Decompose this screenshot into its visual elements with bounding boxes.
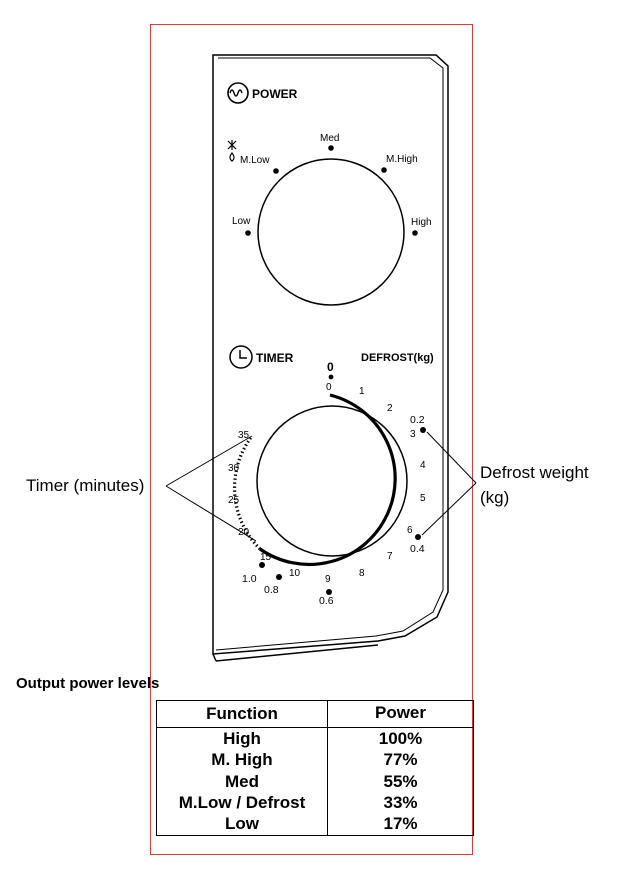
table-header-power: Power [374, 703, 427, 722]
defrost-weight-0-6: 0.6 [319, 595, 334, 607]
timer-num-5: 5 [420, 493, 426, 504]
function-column: High M. High Med M.Low / Defrost Low [157, 728, 328, 835]
defrost-weight-1-0: 1.0 [242, 573, 257, 585]
timer-num-3: 3 [410, 429, 416, 440]
timer-num-0: 0 [326, 382, 332, 393]
table-cell-power: 100% [378, 729, 423, 748]
timer-thick-arc [259, 393, 397, 567]
table-cell-function: M. High [211, 750, 273, 770]
table-cell-power: 55% [383, 771, 418, 791]
output-power-table: Function Power High M. High Med M.Low / … [156, 700, 474, 836]
timer-num-1: 1 [359, 386, 365, 397]
table-cell-function: Low [225, 814, 259, 833]
timer-num-10: 10 [289, 568, 301, 579]
defrost-weight-0-4: 0.4 [410, 543, 425, 555]
timer-num-20: 20 [238, 527, 250, 538]
power-level-med: Med [320, 133, 339, 144]
timer-num-35: 35 [238, 430, 250, 441]
timer-callout-label: Timer (minutes) [26, 476, 145, 495]
timer-dial [256, 405, 408, 557]
defrost-weight-labels: 0.2 0.4 0.6 0.8 1.0 [242, 414, 425, 607]
timer-num-7: 7 [387, 551, 393, 562]
defrost-weight-0-2: 0.2 [410, 414, 425, 426]
defrost-label: DEFROST(kg) [361, 352, 434, 364]
table-cell-power: 77% [383, 750, 418, 770]
timer-zero-top: 0 [327, 360, 334, 374]
table-cell-power: 33% [383, 792, 418, 812]
document-frame [150, 24, 473, 855]
power-level-mlow: M.Low [240, 155, 270, 166]
table-body: High M. High Med M.Low / Defrost Low 100… [157, 728, 473, 835]
timer-number-labels: 0 1 2 3 4 5 6 7 8 9 10 15 20 25 30 35 [228, 382, 426, 585]
power-level-low: Low [232, 216, 251, 227]
defrost-callout-lines [421, 431, 477, 536]
timer-zero-dot [328, 374, 334, 380]
defrost-weight-0-8: 0.8 [264, 584, 279, 596]
power-level-high: High [411, 217, 432, 228]
table-cell-function: High [223, 729, 261, 748]
power-level-dots [245, 145, 418, 236]
power-column: 100% 77% 55% 33% 17% [328, 728, 473, 835]
timer-num-6: 6 [407, 525, 413, 536]
defrost-callout-label-2: (kg) [480, 488, 510, 507]
timer-num-2: 2 [387, 403, 393, 414]
timer-num-25: 25 [228, 495, 240, 506]
timer-num-9: 9 [325, 574, 331, 585]
timer-callout-lines [165, 435, 257, 542]
timer-num-8: 8 [359, 568, 365, 579]
power-level-mhigh: M.High [386, 154, 418, 165]
panel-bottom-edge [212, 653, 217, 662]
timer-num-15: 15 [260, 552, 272, 563]
power-icon [227, 82, 249, 104]
panel-outline-inner [215, 57, 444, 651]
panel-outline [212, 54, 449, 655]
power-label: POWER [252, 87, 298, 101]
table-cell-function: M.Low / Defrost [178, 792, 306, 812]
panel-bottom-edge-2 [215, 644, 379, 662]
table-header-function: Function [157, 701, 328, 727]
table-cell-function: Med [225, 771, 259, 791]
timer-num-4: 4 [420, 460, 426, 471]
power-dial [257, 158, 405, 306]
table-header-row: Function Power [157, 701, 473, 728]
clock-icon [229, 345, 253, 369]
defrost-snow-icon [227, 140, 237, 162]
table-cell-power: 17% [383, 814, 418, 833]
timer-num-30: 30 [228, 463, 240, 474]
defrost-callout-label-1: Defrost weight [480, 463, 589, 482]
defrost-weight-dots [259, 427, 426, 595]
timer-label: TIMER [256, 351, 294, 365]
output-power-title: Output power levels [16, 675, 160, 692]
